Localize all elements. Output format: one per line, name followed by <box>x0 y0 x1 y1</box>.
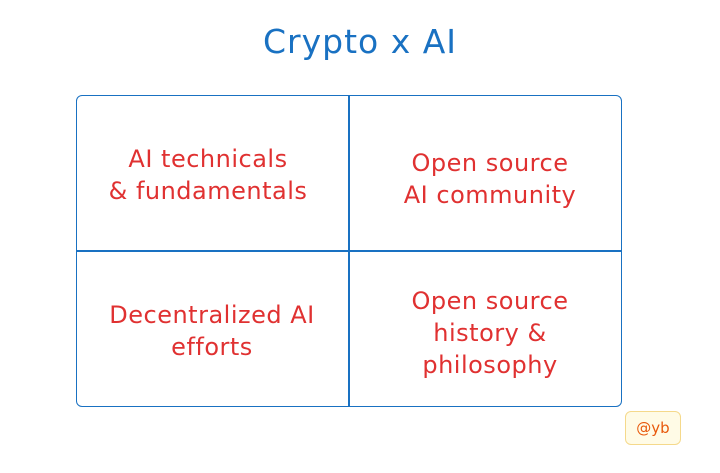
quadrant-text-line: efforts <box>171 332 253 361</box>
quadrant-text-line: history & <box>433 318 547 347</box>
horizontal-divider <box>76 250 622 252</box>
diagram-title: Crypto x AI <box>262 22 458 61</box>
quadrant-bottom-left: Decentralized AI efforts <box>76 250 348 407</box>
quadrant-grid <box>76 95 622 407</box>
quadrant-text-line: Decentralized AI <box>109 300 315 329</box>
quadrant-text-line: AI technicals <box>128 144 288 173</box>
quadrant-text-line: Open source <box>411 148 569 177</box>
quadrant-text-line: AI community <box>403 180 577 209</box>
quadrant-top-right: Open source AI community <box>348 95 622 250</box>
author-badge: @yb <box>625 411 681 445</box>
quadrant-bottom-right: Open source history & philosophy <box>348 250 622 407</box>
quadrant-text-line: & fundamentals <box>108 176 308 205</box>
quadrant-top-left: AI technicals & fundamentals <box>76 95 348 250</box>
quadrant-text-line: Open source <box>411 286 569 315</box>
quadrant-text-line: philosophy <box>422 350 558 379</box>
